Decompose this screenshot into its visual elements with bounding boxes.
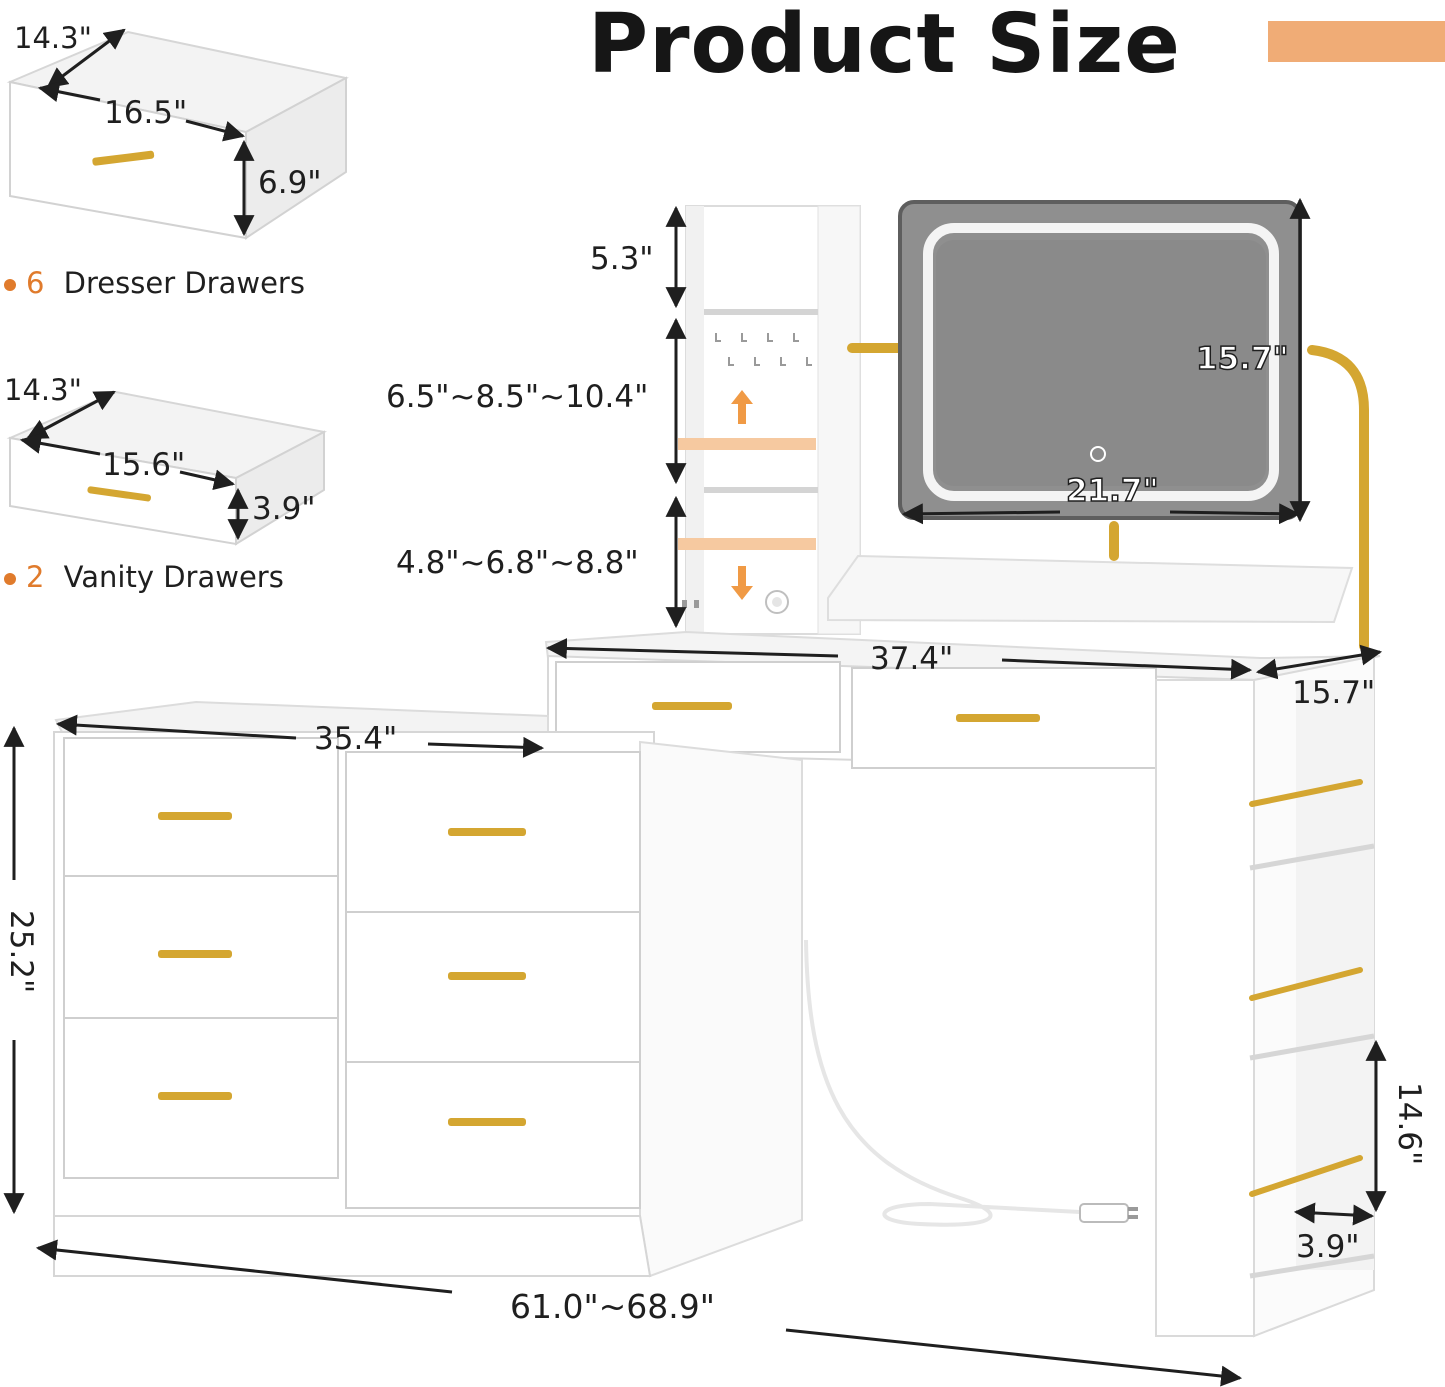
- mirror-width-label: 21.7": [1065, 473, 1159, 509]
- accent-bar: [1268, 21, 1445, 62]
- legend-vanity-drawers: 2 Vanity Drawers: [4, 563, 284, 592]
- dresser-width-label: 35.4": [314, 721, 398, 757]
- touch-sensor-icon: [1090, 446, 1106, 462]
- dresser: [53, 700, 803, 1278]
- gold-frame: [847, 343, 1369, 651]
- side-shelf-height-label: 14.6": [1391, 1082, 1427, 1166]
- legend-text: Dresser Drawers: [63, 266, 305, 300]
- hutch-bottom-height-label: 4.8"~6.8"~8.8": [396, 545, 639, 581]
- page-title: Product Size: [588, 0, 1181, 92]
- total-width-label: 61.0"~68.9": [510, 1287, 715, 1326]
- desk-width-label: 37.4": [870, 641, 954, 677]
- hutch-tower: [678, 205, 861, 635]
- hutch-top-height-label: 5.3": [590, 241, 654, 277]
- hutch-middle-height-label: 6.5"~8.5"~10.4": [386, 379, 649, 415]
- dresser-height-label: 25.2": [3, 910, 39, 994]
- vanity-drawer-height-label: 3.9": [252, 491, 316, 527]
- power-plug-icon: [1079, 1203, 1138, 1223]
- legend-dot: [4, 573, 16, 585]
- legend-count: 2: [26, 560, 45, 594]
- vanity-drawer-depth-label: 14.3": [4, 373, 82, 407]
- side-shelf-depth-label: 3.9": [1296, 1229, 1360, 1265]
- led-mirror: [898, 200, 1302, 520]
- mirror-height-label: 15.7": [1195, 341, 1289, 377]
- dimension-lines: [3, 197, 1387, 1387]
- dresser-drawer-width-label: 16.5": [104, 95, 188, 131]
- power-cord: [804, 939, 1081, 1227]
- legend-text: Vanity Drawers: [63, 560, 284, 594]
- dresser-drawer-dim-lines: [37, 28, 255, 237]
- side-shelf-unit: [1155, 654, 1375, 1338]
- arrow-down-icon: [731, 566, 753, 600]
- dresser-drawer-height-label: 6.9": [258, 165, 322, 201]
- dresser-drawer-illustration: [6, 30, 349, 240]
- legend-count: 6: [26, 266, 45, 300]
- legend-dot: [4, 279, 16, 291]
- vanity-drawer-dim-lines: [19, 390, 249, 541]
- desk-depth-label: 15.7": [1292, 675, 1376, 711]
- legend-dresser-drawers: 6 Dresser Drawers: [4, 269, 305, 298]
- vanity-drawer-width-label: 15.6": [102, 447, 186, 483]
- arrow-up-icon: [731, 390, 753, 424]
- dresser-drawer-depth-label: 14.3": [14, 21, 92, 55]
